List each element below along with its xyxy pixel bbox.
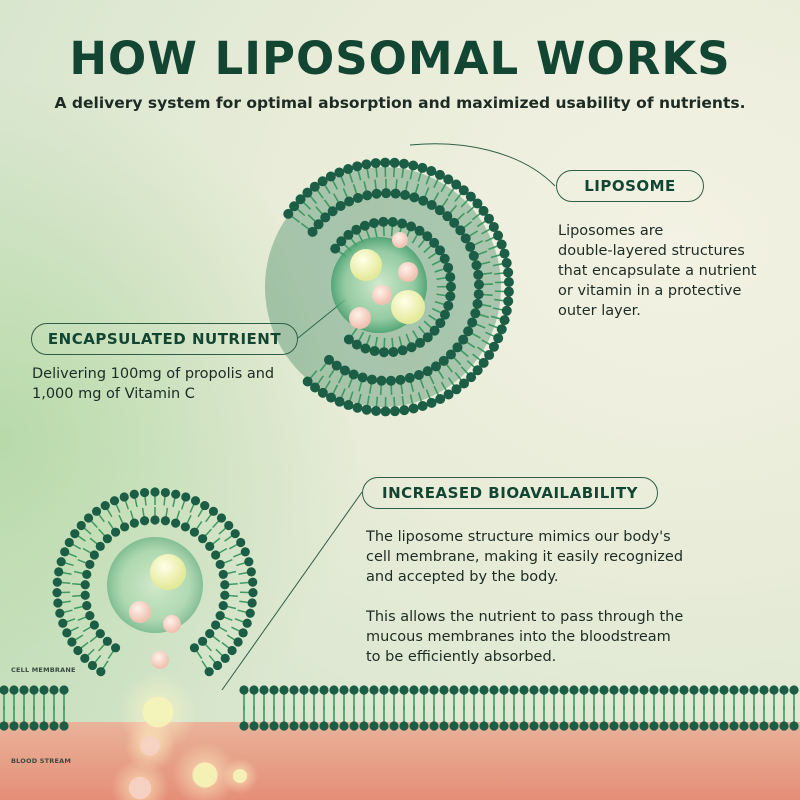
liposome-description: Liposomes are double-layered structures … (558, 221, 756, 321)
liposome-description-line: that encapsulate a nutrient (558, 263, 757, 279)
bioavailability-paragraph1-line: cell membrane, making it easily recogniz… (366, 549, 684, 565)
liposome-label: LIPOSOME (556, 170, 704, 202)
cell-membrane (0, 685, 799, 731)
bioavailability-description: The liposome structure mimics our body's… (366, 527, 683, 667)
bioavailability-paragraph2-line: mucous membranes into the bloodstream (366, 629, 671, 645)
bioavailability-paragraph1-line: and accepted by the body. (366, 569, 559, 585)
liposome-description-line: or vitamin in a protective (558, 283, 742, 299)
liposome-label-text: LIPOSOME (584, 177, 676, 195)
page-subtitle: A delivery system for optimal absorption… (54, 94, 746, 112)
liposome-description-line: outer layer. (558, 303, 641, 319)
encapsulated-nutrient-label: ENCAPSULATED NUTRIENT (31, 323, 298, 355)
bioavailability-label-text: INCREASED BIOAVAILABILITY (382, 484, 638, 502)
nutrient-description-line: 1,000 mg of Vitamin C (32, 386, 195, 402)
liposome-connector-line (409, 143, 556, 187)
blood-stream-label: BLOOD STREAM (11, 757, 72, 765)
bioavailability-label: INCREASED BIOAVAILABILITY (362, 477, 658, 509)
page-title: HOW LIPOSOMAL WORKS (69, 32, 731, 85)
fusing-liposome (52, 487, 258, 677)
liposome-description-line: Liposomes are (558, 223, 664, 239)
bioavailability-paragraph2-line: to be efficiently absorbed. (366, 649, 557, 665)
cell-membrane-label: CELL MEMBRANE (11, 666, 76, 674)
encapsulated-nutrient-label-text: ENCAPSULATED NUTRIENT (47, 330, 282, 348)
absorbed-nutrient-glows (111, 672, 258, 800)
bioavailability-connector-line (221, 491, 363, 691)
nutrient-description-line: Delivering 100mg of propolis and (32, 366, 275, 382)
nutrient-description: Delivering 100mg of propolis and 1,000 m… (32, 364, 274, 404)
bioavailability-paragraph2-line: This allows the nutrient to pass through… (366, 609, 684, 625)
bioavailability-paragraph1-line: The liposome structure mimics our body's (366, 529, 671, 545)
liposome-description-line: double-layered structures (558, 243, 745, 259)
liposome-cross-section (265, 157, 514, 417)
